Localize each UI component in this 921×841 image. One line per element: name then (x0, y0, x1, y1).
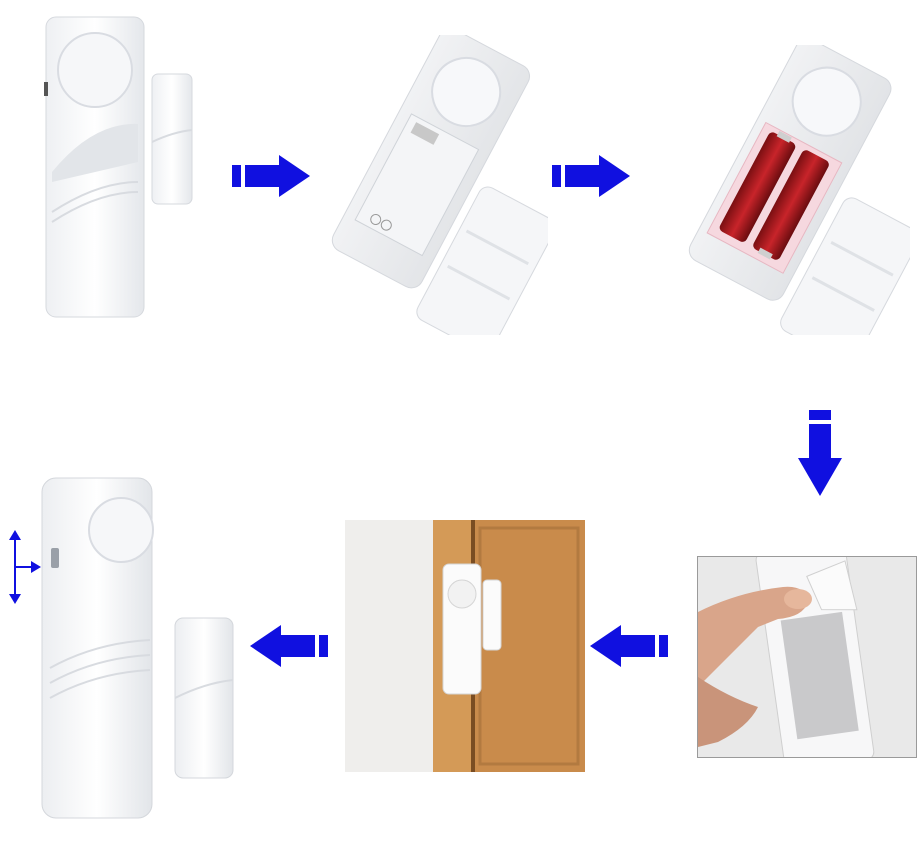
arrow-left-1 (590, 625, 670, 667)
step-assembled-alarm (38, 12, 208, 322)
arrow-right-2 (552, 155, 632, 197)
step-batteries-inserted (670, 45, 910, 335)
step-mounted-door-photo (345, 520, 585, 772)
step-alarm-switch-direction (5, 468, 245, 828)
arrow-right-1 (232, 155, 312, 197)
arrow-left-2 (250, 625, 330, 667)
step-peel-adhesive-photo (697, 556, 917, 758)
arrow-down (798, 410, 842, 498)
step-open-compartment (318, 35, 548, 335)
